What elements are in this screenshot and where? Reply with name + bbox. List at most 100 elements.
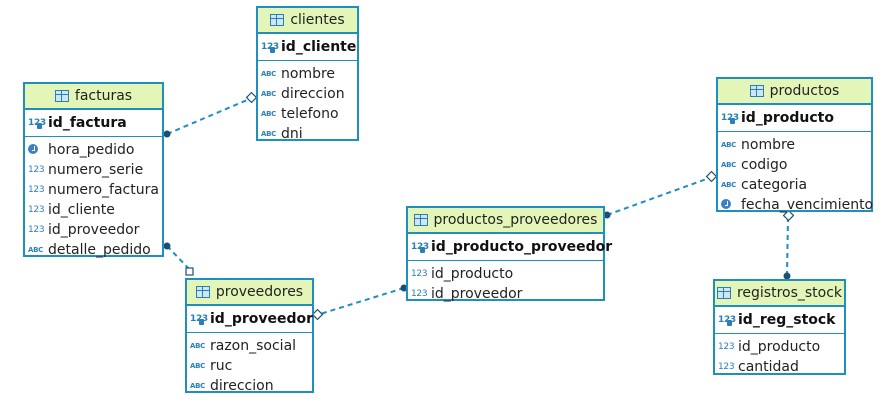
table-icon (413, 214, 428, 226)
number-type-icon: 123 (28, 165, 45, 175)
entity-header: proveedores (187, 280, 312, 306)
clock-icon (721, 199, 741, 211)
rel-end-dot (163, 242, 171, 250)
text-type-icon: ABC (721, 141, 736, 149)
column-name: id_reg_stock (738, 312, 836, 328)
column-row[interactable]: ABC direccion (187, 376, 312, 396)
column-name: direccion (210, 378, 274, 394)
text-type-icon: ABC (261, 130, 276, 138)
entity-title: productos_proveedores (433, 212, 598, 228)
column-row[interactable]: ABC dni (258, 124, 357, 144)
column-name: id_proveedor (48, 222, 140, 238)
rel-productos-proveedores-proveedores[interactable] (316, 287, 405, 316)
text-type-icon: ABC (190, 362, 205, 370)
rel-end-square (185, 267, 194, 276)
rel-productos-proveedores-productos[interactable] (606, 176, 713, 216)
number-type-icon: 123 (28, 225, 45, 235)
column-name: id_proveedor (431, 286, 523, 302)
key-icon: 123 (721, 113, 741, 124)
table-icon (270, 14, 285, 26)
column-name: direccion (281, 86, 345, 102)
text-type-icon: ABC (721, 161, 736, 169)
rel-facturas-clientes[interactable] (166, 97, 253, 135)
rel-end-diamond (782, 209, 795, 222)
column-row[interactable]: ABC categoria (718, 175, 871, 195)
column-name: id_producto (738, 339, 821, 355)
text-type-icon: ABC (190, 342, 205, 350)
column-name: id_cliente (281, 39, 357, 55)
entity-header: facturas (25, 84, 162, 110)
column-name: cantidad (738, 359, 799, 375)
rel-end-dot (783, 272, 791, 280)
number-type-icon: 123 (718, 362, 735, 372)
column-name: id_proveedor (210, 311, 314, 327)
table-icon (749, 85, 764, 97)
column-name: id_cliente (48, 202, 115, 218)
entity-header: productos_proveedores (408, 208, 603, 234)
text-type-icon: ABC (261, 110, 276, 118)
column-row[interactable]: hora_pedido (25, 140, 162, 160)
rel-end-dot (603, 211, 611, 219)
column-name: id_producto (741, 110, 834, 126)
table-icon (195, 286, 210, 298)
column-name: ruc (210, 358, 233, 374)
rel-end-diamond (311, 308, 324, 321)
key-icon: 123 (411, 242, 431, 253)
entity-header: clientes (258, 8, 357, 34)
rel-facturas-proveedores[interactable] (166, 245, 192, 272)
column-name: fecha_vencimiento (741, 197, 874, 213)
entity-title: clientes (290, 12, 345, 28)
entity-header: registros_stock (715, 281, 844, 307)
rel-registros-stock-productos[interactable] (786, 214, 789, 277)
table-icon (54, 90, 69, 102)
column-row[interactable]: ABC razon_social (187, 336, 312, 356)
column-name: categoria (741, 177, 808, 193)
key-icon: 123 (28, 118, 48, 129)
entity-title: facturas (74, 88, 133, 104)
key-icon: 123 (190, 314, 210, 325)
text-type-icon: ABC (721, 181, 736, 189)
number-type-icon: 123 (28, 185, 45, 195)
column-row[interactable]: fecha_vencimiento (718, 195, 874, 215)
column-name: numero_factura (48, 182, 159, 198)
entity-title: productos (769, 83, 840, 99)
rel-end-dot (163, 130, 171, 138)
rel-end-dot (400, 284, 408, 292)
column-row[interactable]: ABC codigo (718, 155, 871, 175)
number-type-icon: 123 (411, 269, 428, 279)
clock-icon (28, 144, 48, 156)
text-type-icon: ABC (190, 382, 205, 390)
column-name: dni (281, 126, 303, 142)
column-row[interactable]: ABC ruc (187, 356, 312, 376)
column-name: codigo (741, 157, 788, 173)
column-name: nombre (281, 66, 336, 82)
entity-header: productos (718, 79, 871, 105)
entity-title: proveedores (215, 284, 304, 300)
column-name: razon_social (210, 338, 297, 354)
